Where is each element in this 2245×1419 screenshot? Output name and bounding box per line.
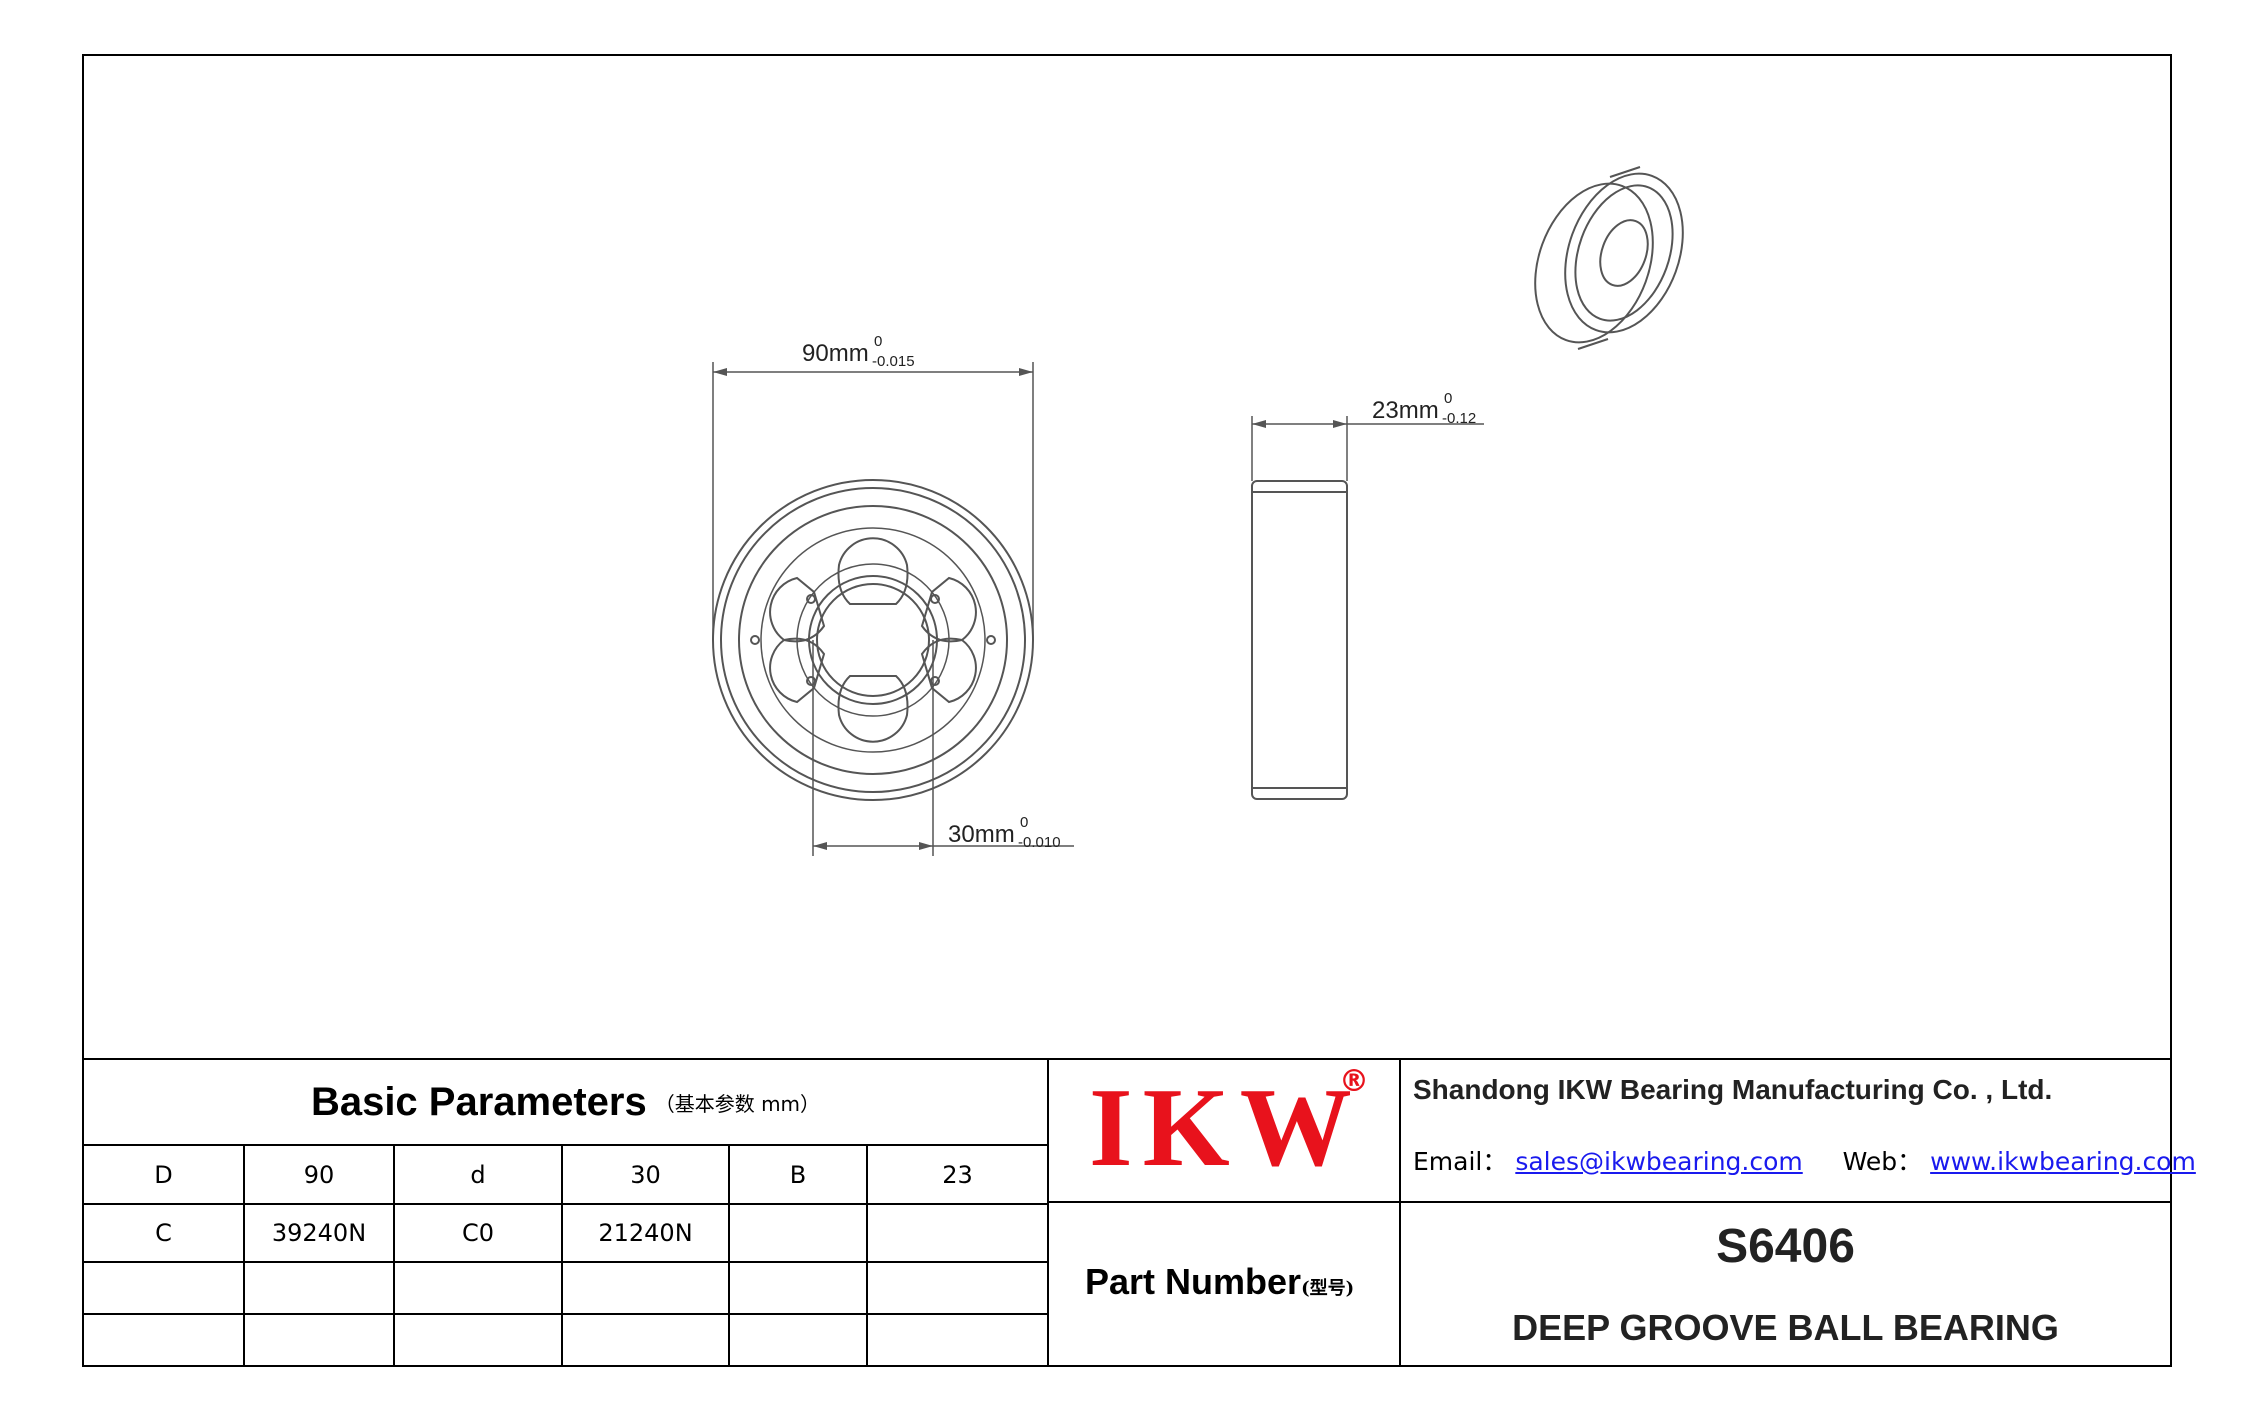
inner-diameter-upper: 0 — [1020, 814, 1028, 831]
table-cell — [729, 1204, 868, 1263]
table-cell: B — [729, 1146, 868, 1205]
front-view — [712, 479, 1034, 801]
table-cell: d — [394, 1146, 563, 1205]
table-cell — [562, 1314, 730, 1367]
table-cell: 30 — [562, 1146, 730, 1205]
width-upper: 0 — [1444, 390, 1452, 407]
table-cell — [867, 1204, 1047, 1263]
side-view — [1251, 480, 1348, 800]
table-cell — [84, 1262, 245, 1315]
table-cell: 39240N — [244, 1204, 395, 1263]
drawing-sheet: 90mm 0 -0.015 30mm 0 -0.010 23mm 0 -0.12… — [82, 54, 2196, 1367]
inner-diameter-value: 30mm — [948, 821, 1015, 848]
inner-diameter-lower: -0.010 — [1018, 834, 1061, 851]
company-name: Shandong IKW Bearing Manufacturing Co. ,… — [1413, 1074, 2053, 1105]
ikw-logo: IKW — [1089, 1066, 1362, 1190]
table-cell — [867, 1314, 1047, 1367]
dimension-lines — [712, 362, 1484, 856]
outer-diameter-upper: 0 — [874, 333, 882, 350]
table-cell — [729, 1262, 868, 1315]
part-number-label: Part Number(型号) — [1085, 1261, 1354, 1303]
ball-cage — [769, 537, 977, 743]
table-cell: 23 — [867, 1146, 1047, 1205]
width-value: 23mm — [1372, 397, 1439, 424]
dimension-arrows — [713, 368, 1347, 850]
table-cell: 21240N — [562, 1204, 730, 1263]
table-cell — [244, 1314, 395, 1367]
email-link[interactable]: sales@ikwbearing.com — [1515, 1147, 1803, 1176]
table-cell: D — [84, 1146, 245, 1205]
web-label: Web： — [1842, 1147, 1923, 1176]
parameters-title: Basic Parameters — [310, 1079, 647, 1124]
table-row — [84, 1262, 1047, 1315]
table-row: D 90 d 30 B 23 — [84, 1146, 1047, 1205]
table-cell — [84, 1314, 245, 1367]
part-number-label-box: Part Number(型号) — [1047, 1203, 1399, 1367]
width-lower: -0.12 — [1442, 410, 1476, 427]
contact-line: Email： sales@ikwbearing.com Web： www.ikw… — [1413, 1142, 2196, 1178]
table-cell — [394, 1314, 563, 1367]
model-description: DEEP GROOVE BALL BEARING — [1512, 1307, 2059, 1348]
registered-mark: ® — [1339, 1064, 1369, 1099]
model-number: S6406 — [1716, 1220, 1855, 1273]
part-number-text: Part Number — [1085, 1261, 1302, 1302]
outer-diameter-lower: -0.015 — [872, 353, 915, 370]
table-cell — [244, 1262, 395, 1315]
parameters-header: Basic Parameters （基本参数 mm） — [84, 1060, 1047, 1146]
web-link[interactable]: www.ikwbearing.com — [1930, 1147, 2196, 1176]
table-row — [84, 1314, 1047, 1367]
company-info: Shandong IKW Bearing Manufacturing Co. ,… — [1399, 1060, 2196, 1203]
table-cell — [867, 1262, 1047, 1315]
table-cell — [394, 1262, 563, 1315]
title-block: Basic Parameters （基本参数 mm） D 90 d 30 B 2… — [84, 1058, 2196, 1367]
outer-diameter-value: 90mm — [802, 340, 869, 367]
table-cell: C0 — [394, 1204, 563, 1263]
part-number-cn: (型号) — [1301, 1278, 1355, 1299]
table-cell: 90 — [244, 1146, 395, 1205]
email-label: Email： — [1413, 1147, 1508, 1176]
parameters-subtitle: （基本参数 mm） — [654, 1091, 821, 1116]
table-row: C 39240N C0 21240N — [84, 1204, 1047, 1263]
model-box: S6406 DEEP GROOVE BALL BEARING — [1399, 1203, 2170, 1367]
iso-view — [1534, 166, 1684, 350]
table-cell — [562, 1262, 730, 1315]
logo-box: IKW ® — [1047, 1060, 1399, 1203]
table-cell — [729, 1314, 868, 1367]
basic-parameters: Basic Parameters （基本参数 mm） D 90 d 30 B 2… — [84, 1060, 1047, 1367]
table-cell: C — [84, 1204, 245, 1263]
parameters-table: D 90 d 30 B 23 C 39240N C0 21240N — [84, 1146, 1047, 1367]
bearing-drawing: 90mm 0 -0.015 30mm 0 -0.010 23mm 0 -0.12 — [712, 166, 1684, 856]
drawing-area: 90mm 0 -0.015 30mm 0 -0.010 23mm 0 -0.12 — [84, 56, 2170, 1058]
